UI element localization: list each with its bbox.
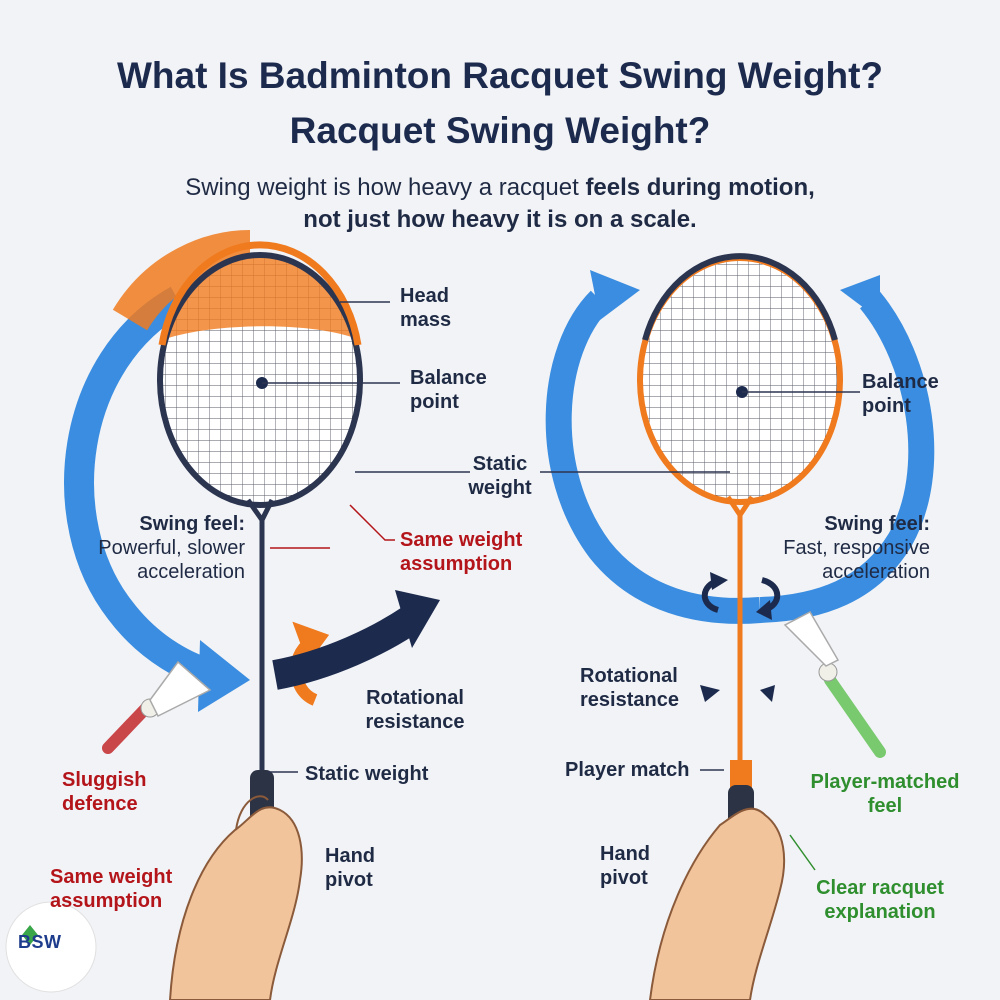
left-racquet-head [157,241,363,508]
right-label-swing-feel: Swing feel: Fast, responsive acceleratio… [783,513,930,583]
page-title: What Is Badminton Racquet Swing Weight? [116,55,884,96]
logo-text: BSW [18,932,62,952]
subtitle-plain: Swing weight is how heavy a racquet [185,174,586,201]
left-label-swing-feel: Swing feel: Powerful, slower acceleratio… [98,513,245,583]
subtitle-bold: feels during motion, [585,174,815,201]
right-swing-arrow-icon [545,270,935,624]
page-title-line2: Racquet Swing Weight? [289,110,711,151]
logo-icon [5,901,97,993]
rotation-arrows-icon [700,572,781,702]
subtitle: Swing weight is how heavy a racquet feel… [100,172,900,236]
right-shuttlecock-icon [783,611,886,758]
right-label-player-match: Player match [565,759,690,781]
left-hand-icon [168,795,303,1000]
right-hand-icon [648,807,786,1000]
subtitle-line2: not just how heavy it is on a scale. [303,206,697,233]
left-label-static-weight: Static weight [305,763,429,785]
right-racquet-head [637,253,843,505]
left-shuttlecock-icon [102,660,212,754]
rotation-arrow-navy-icon [272,590,440,690]
